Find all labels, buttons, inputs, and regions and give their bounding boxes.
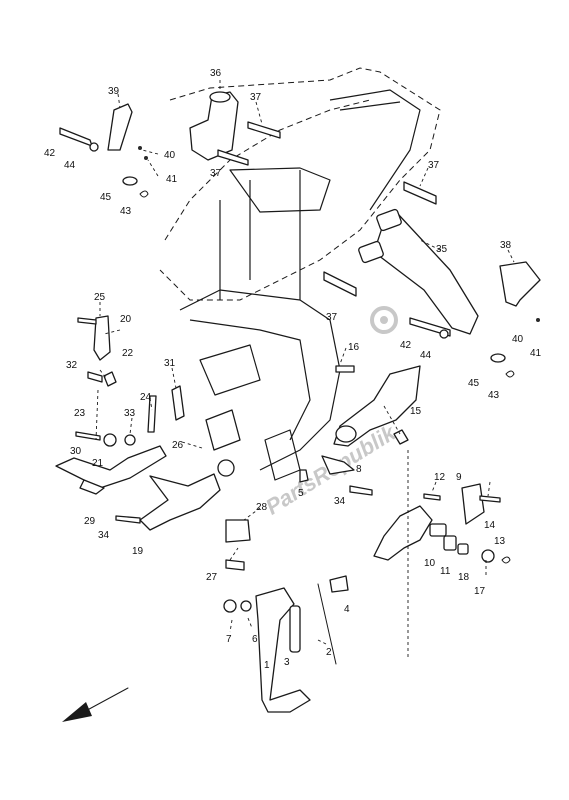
callout-41-left: 41 [166, 174, 178, 185]
callout-45-left: 45 [100, 192, 112, 203]
callout-20: 20 [120, 314, 132, 325]
left-footrest-shift-assembly [55, 315, 251, 571]
callout-42-right: 42 [400, 340, 412, 351]
callout-15: 15 [410, 406, 422, 417]
front-direction-arrow-icon [62, 687, 129, 722]
rear-frame [159, 67, 441, 481]
callout-12: 12 [434, 472, 446, 483]
callout-28: 28 [256, 502, 268, 513]
callout-1: 1 [264, 660, 270, 671]
callout-17: 17 [474, 586, 486, 597]
callout-36: 36 [210, 68, 222, 79]
callout-22: 22 [122, 348, 134, 359]
callout-34-right: 34 [334, 496, 346, 507]
callout-32: 32 [66, 360, 78, 371]
callout-43-left: 43 [120, 206, 132, 217]
gear-logo-icon [370, 306, 398, 334]
callout-8: 8 [356, 464, 362, 475]
callout-37-mid: 37 [210, 168, 222, 179]
callout-34-left: 34 [98, 530, 110, 541]
pillion-bracket-left [59, 91, 281, 198]
callout-29: 29 [84, 516, 96, 527]
callout-25: 25 [94, 292, 106, 303]
callout-31: 31 [164, 358, 176, 369]
callout-44-right: 44 [420, 350, 432, 361]
callout-13: 13 [494, 536, 506, 547]
callout-42-left: 42 [44, 148, 56, 159]
callout-37-top: 37 [250, 92, 262, 103]
callout-18: 18 [458, 572, 470, 583]
callout-37-right: 37 [428, 160, 440, 171]
callout-labels: 1 2 3 4 5 6 7 8 9 10 11 12 13 14 15 16 1… [44, 68, 542, 671]
callout-39: 39 [108, 86, 120, 97]
callout-24: 24 [140, 392, 152, 403]
callout-6: 6 [252, 634, 258, 645]
callout-26: 26 [172, 440, 184, 451]
callout-30: 30 [70, 446, 82, 457]
leader-lines [95, 80, 515, 660]
callout-23: 23 [74, 408, 86, 419]
callout-35: 35 [436, 244, 448, 255]
callout-2: 2 [326, 647, 332, 658]
callout-21: 21 [92, 458, 104, 469]
callout-10: 10 [424, 558, 436, 569]
callout-44-left: 44 [64, 160, 76, 171]
callout-4: 4 [344, 604, 350, 615]
callout-43-right: 43 [488, 390, 500, 401]
callout-37-lower: 37 [326, 312, 338, 323]
callout-9: 9 [456, 472, 462, 483]
callout-14: 14 [484, 520, 496, 531]
callout-16: 16 [348, 342, 360, 353]
callout-41-right: 41 [530, 348, 542, 359]
callout-7: 7 [226, 634, 232, 645]
callout-40-right: 40 [512, 334, 524, 345]
callout-27: 27 [206, 572, 218, 583]
right-footrest-brake-assembly [299, 365, 511, 564]
side-stand-assembly [223, 575, 349, 713]
callout-11: 11 [440, 566, 451, 577]
callout-33: 33 [124, 408, 136, 419]
pillion-bracket-right [323, 181, 541, 378]
callout-19: 19 [132, 546, 144, 557]
callout-38: 38 [500, 240, 512, 251]
callout-5: 5 [298, 488, 304, 499]
callout-40-left: 40 [164, 150, 176, 161]
callout-45-right: 45 [468, 378, 480, 389]
callout-3: 3 [284, 657, 290, 668]
